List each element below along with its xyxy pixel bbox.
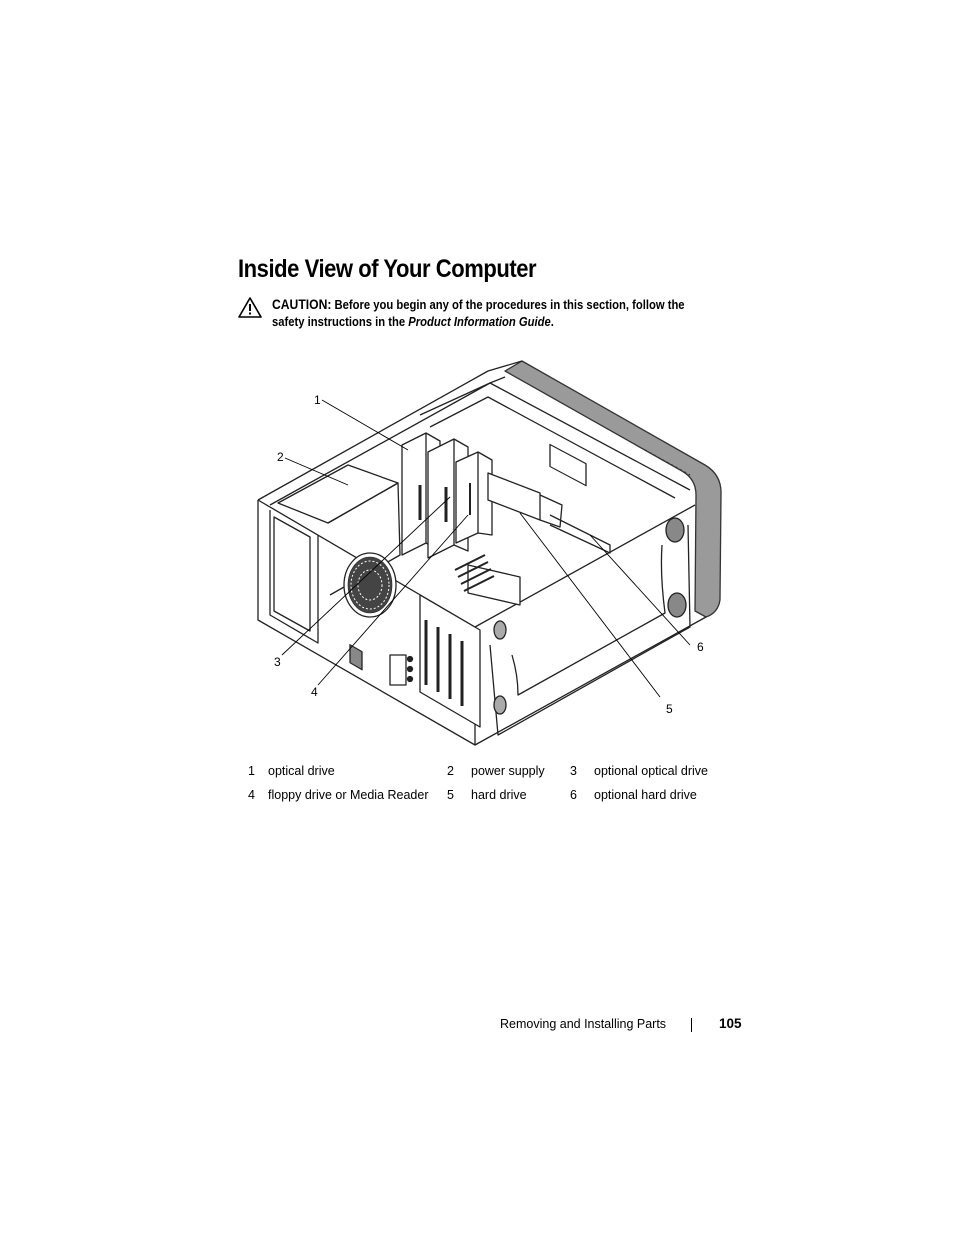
computer-inside-view-figure: 1 2 3 4 5 6 — [250, 355, 730, 755]
caution-label: CAUTION: — [272, 297, 332, 312]
legend-label: optical drive — [268, 764, 335, 778]
legend-label: optional optical drive — [594, 764, 708, 778]
legend-number: 5 — [447, 788, 454, 802]
callout-5: 5 — [666, 702, 673, 716]
callout-1: 1 — [314, 393, 321, 407]
legend-row: 1 optical drive 2 power supply 3 optiona… — [246, 764, 736, 782]
legend-label: hard drive — [471, 788, 527, 802]
caution-body: Before you begin any of the procedures i… — [272, 298, 685, 329]
callout-4: 4 — [311, 685, 318, 699]
legend-number: 1 — [248, 764, 255, 778]
legend-number: 6 — [570, 788, 577, 802]
legend-number: 3 — [570, 764, 577, 778]
page-number: 105 — [719, 1016, 742, 1031]
footer-divider — [691, 1018, 692, 1032]
page-title: Inside View of Your Computer — [238, 255, 537, 283]
footer-section-title: Removing and Installing Parts — [500, 1017, 667, 1031]
legend-label: floppy drive or Media Reader — [268, 788, 429, 802]
legend-number: 2 — [447, 764, 454, 778]
computer-chassis-illustration — [257, 360, 722, 746]
legend-number: 4 — [248, 788, 255, 802]
warning-triangle-icon — [238, 297, 262, 318]
page-footer: Removing and Installing Parts 105 — [0, 1015, 954, 1035]
caution-text: CAUTION: Before you begin any of the pro… — [272, 296, 686, 331]
callout-3: 3 — [274, 655, 281, 669]
callout-6: 6 — [697, 640, 704, 654]
legend-label: power supply — [471, 764, 545, 778]
guide-name: Product Information Guide — [408, 315, 551, 329]
legend-row: 4 floppy drive or Media Reader 5 hard dr… — [246, 788, 736, 806]
callout-2: 2 — [277, 450, 284, 464]
legend-label: optional hard drive — [594, 788, 697, 802]
caution-end: . — [550, 315, 554, 329]
